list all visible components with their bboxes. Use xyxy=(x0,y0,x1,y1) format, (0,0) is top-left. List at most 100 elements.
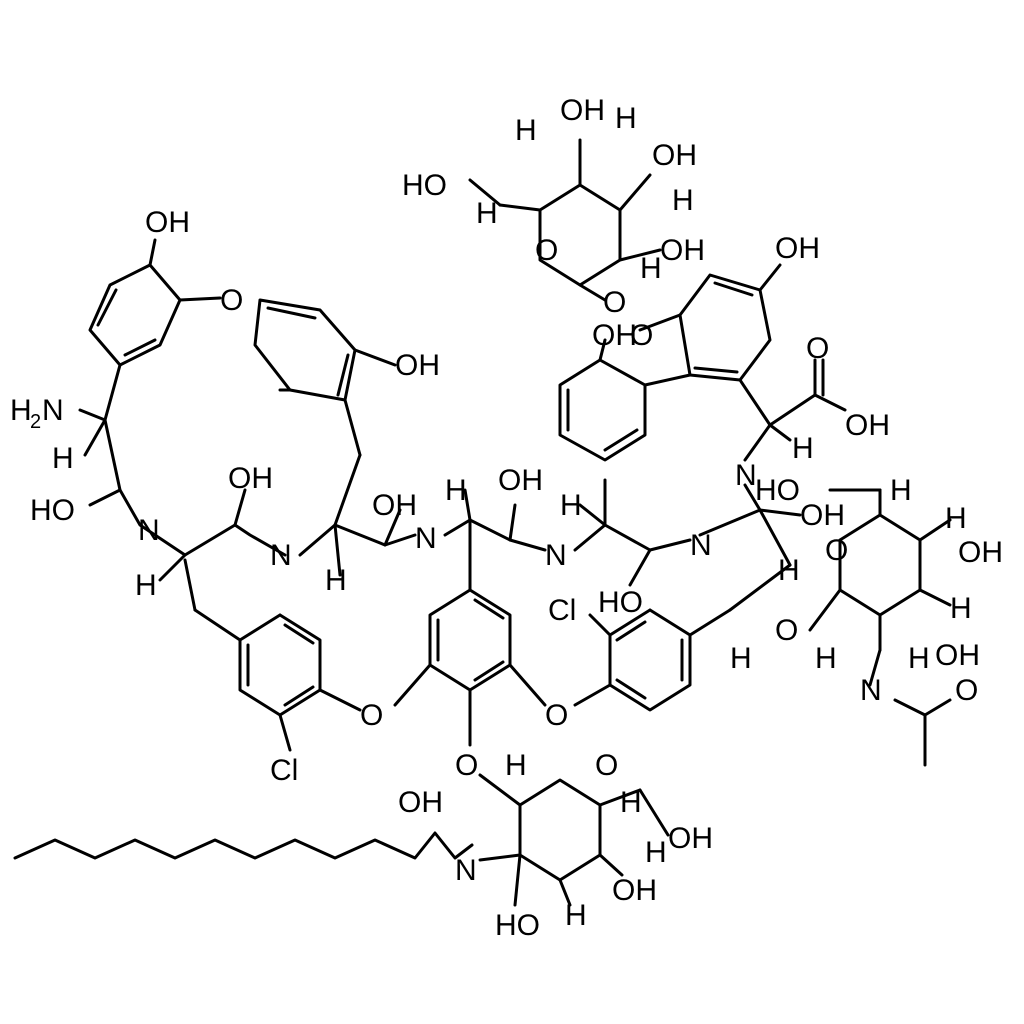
atom-label: H xyxy=(640,252,662,285)
bond xyxy=(498,203,542,212)
bond xyxy=(743,423,772,462)
atom-label: OH xyxy=(228,462,273,495)
bond xyxy=(573,683,612,707)
bond xyxy=(598,338,607,362)
bond xyxy=(333,523,342,577)
bond xyxy=(318,688,362,712)
bond xyxy=(758,263,782,292)
atom-label: H xyxy=(52,442,74,475)
bond xyxy=(618,173,652,212)
bond xyxy=(193,608,242,642)
atom-label: OH xyxy=(800,499,845,532)
atom-label: H xyxy=(565,899,587,932)
atom-label: O xyxy=(455,749,478,782)
atom-label: OH xyxy=(592,319,637,352)
atom-label: O xyxy=(630,319,653,352)
atom-label: H xyxy=(945,502,967,535)
bond xyxy=(615,678,647,700)
bond xyxy=(603,523,652,552)
atom-label: O xyxy=(825,534,848,567)
bond xyxy=(918,518,952,542)
bond xyxy=(508,503,517,542)
bond xyxy=(573,523,607,552)
atom-label: OH xyxy=(845,409,890,442)
bond xyxy=(698,508,762,537)
atom-label: H xyxy=(908,642,930,675)
bond xyxy=(178,296,222,302)
bond xyxy=(283,623,315,645)
bonds xyxy=(13,138,952,907)
central-aryl-ring xyxy=(428,588,512,692)
bond xyxy=(283,685,315,707)
atom-label: N xyxy=(42,394,64,427)
bond xyxy=(508,663,547,707)
bond xyxy=(473,598,505,620)
bond xyxy=(918,588,952,607)
bond xyxy=(158,553,187,582)
atom-label: H xyxy=(672,184,694,217)
atom-label: H xyxy=(620,786,642,819)
atom-label: H xyxy=(135,569,157,602)
bond xyxy=(83,418,107,457)
atom-label: 2 xyxy=(30,411,41,433)
bond xyxy=(768,393,817,427)
atom-label: H xyxy=(10,394,32,427)
bond xyxy=(713,281,754,297)
atom-label: H xyxy=(325,564,347,597)
atom-label: O xyxy=(360,699,383,732)
bond xyxy=(383,533,417,547)
bond xyxy=(618,248,662,262)
bond xyxy=(603,428,639,452)
atom-label: OH xyxy=(560,94,605,127)
bond xyxy=(463,488,472,522)
bond xyxy=(473,660,505,682)
bond xyxy=(638,788,670,837)
atom-label: HO xyxy=(495,909,540,942)
atom-label: H xyxy=(445,474,467,507)
atom-label: H xyxy=(950,592,972,625)
bond xyxy=(96,288,118,327)
bond xyxy=(758,508,802,517)
atom-label: N xyxy=(860,674,882,707)
atom-label: O xyxy=(595,749,618,782)
bond xyxy=(478,853,522,862)
bond xyxy=(628,548,652,587)
atom-label: HO xyxy=(598,586,643,619)
atom-label: OH xyxy=(660,234,705,267)
bond xyxy=(743,483,762,512)
right-sugar-ring xyxy=(838,513,922,617)
right-aryl-ring-2 xyxy=(678,273,772,382)
bond xyxy=(598,788,642,807)
bond xyxy=(588,613,612,637)
bond xyxy=(123,338,157,357)
bond xyxy=(336,353,350,397)
atom-label: O xyxy=(955,674,978,707)
atom-label: H xyxy=(615,102,637,135)
bond xyxy=(513,853,522,907)
atom-label: N xyxy=(545,539,567,572)
bond xyxy=(383,508,402,547)
bond xyxy=(393,663,432,707)
atom-label: OH xyxy=(612,874,657,907)
left-chlorophenyl-ring xyxy=(238,613,322,717)
bond xyxy=(468,178,502,207)
atom-label: H xyxy=(645,836,667,869)
decanoyl-chain xyxy=(13,831,474,860)
mid-backbone xyxy=(443,518,547,552)
atom-label: Cl xyxy=(270,754,298,787)
atom-label: N xyxy=(690,529,712,562)
atom-label: O xyxy=(806,332,829,365)
bond xyxy=(813,393,847,412)
bond xyxy=(183,558,197,612)
atom-label: H xyxy=(792,432,814,465)
bond xyxy=(558,878,572,907)
bond xyxy=(88,488,122,507)
atom-label: OH xyxy=(372,489,417,522)
atom-label: Cl xyxy=(548,594,576,627)
bond xyxy=(808,588,842,632)
bottom-sugar-ring xyxy=(518,778,602,882)
right-aryl-ring-1 xyxy=(558,358,647,462)
bond xyxy=(768,423,792,442)
bond xyxy=(728,563,792,612)
